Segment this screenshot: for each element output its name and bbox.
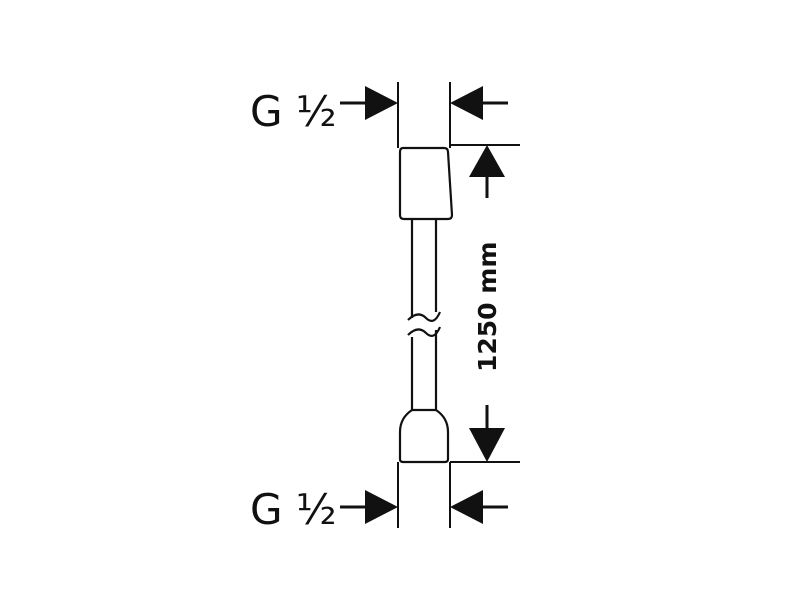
length-arrow-top	[469, 145, 505, 198]
hose-upper-segment	[410, 219, 438, 318]
thread-label-top: G ½	[250, 87, 337, 136]
bottom-connector	[398, 408, 450, 464]
top-width-arrow-left	[340, 86, 398, 120]
top-width-arrow-right	[450, 86, 508, 120]
hose-lower-segment	[410, 330, 438, 410]
thread-label-bottom: G ½	[250, 485, 337, 534]
length-arrow-bottom	[469, 405, 505, 462]
hose-break-mark	[407, 311, 442, 322]
bottom-width-arrow-left	[340, 490, 398, 524]
length-label: 1250 mm	[473, 242, 502, 372]
bottom-width-arrow-right	[450, 490, 508, 524]
top-connector	[398, 146, 454, 221]
